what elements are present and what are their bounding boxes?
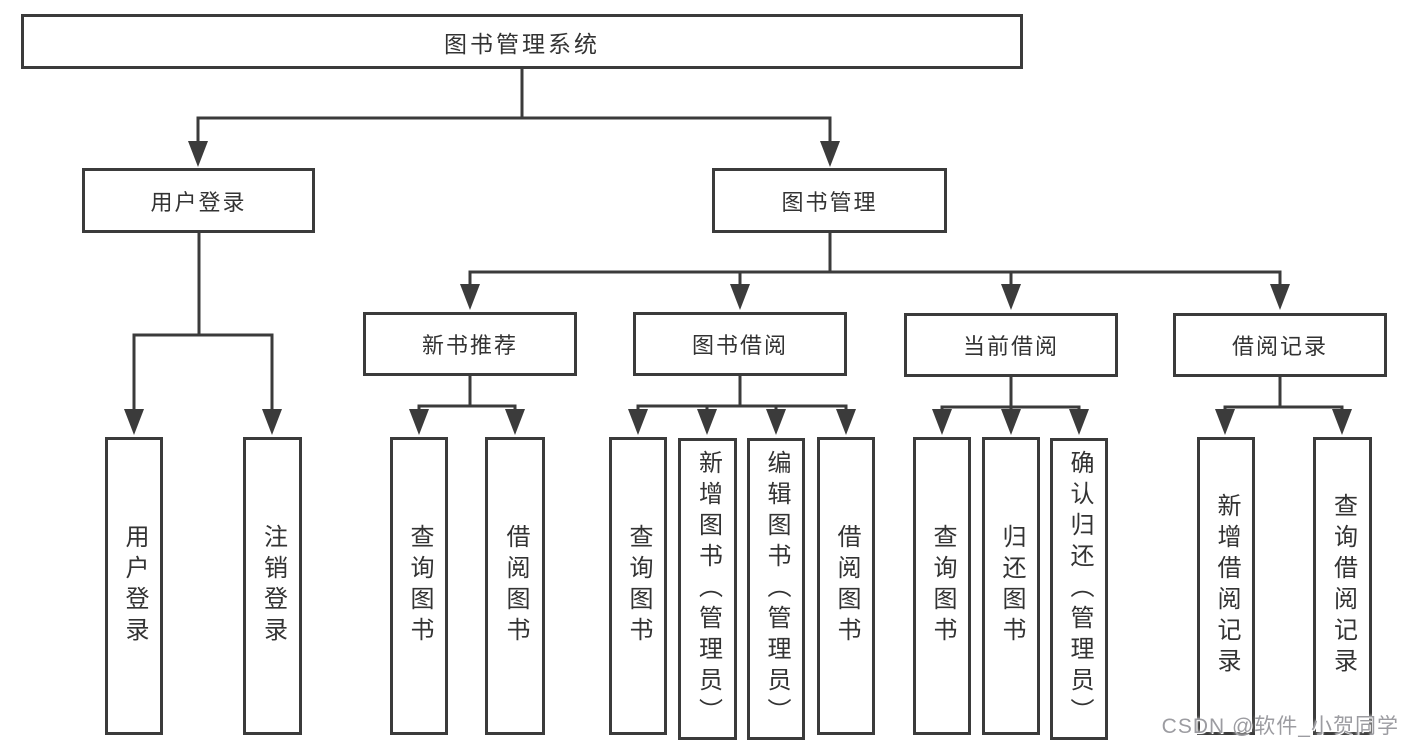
- leaf-return-books-label: 归还图书: [998, 524, 1025, 648]
- leaf-return-books: 归还图书: [982, 437, 1040, 735]
- node-library-management-system-label: 图书管理系统: [444, 30, 600, 57]
- leaf-borrow-books-recommend-label: 借阅图书: [502, 524, 529, 648]
- arrowhead-borrow-books-borrowing: [836, 409, 856, 435]
- node-current-borrowing-label: 当前借阅: [962, 334, 1059, 359]
- connector-level3: [468, 270, 1282, 289]
- leaf-user-login-label: 用户登录: [121, 524, 148, 648]
- connector-recommend-children: [417, 404, 517, 414]
- leaf-user-login: 用户登录: [105, 437, 163, 735]
- leaf-logout-label: 注销登录: [259, 524, 287, 648]
- arrowhead-borrow-books-recommend: [505, 409, 525, 435]
- arrowhead-book-management: [820, 141, 840, 167]
- node-book-borrowing-label: 图书借阅: [691, 333, 788, 358]
- leaf-add-borrow-record: 新增借阅记录: [1197, 437, 1255, 735]
- leaf-borrow-books-recommend: 借阅图书: [485, 437, 545, 735]
- node-book-management: 图书管理: [712, 168, 947, 233]
- leaf-query-books-recommend-label: 查询图书: [406, 524, 433, 648]
- leaf-query-borrow-record-label: 查询借阅记录: [1329, 493, 1357, 679]
- node-new-book-recommendation-label: 新书推荐: [421, 333, 518, 358]
- connector-borrowing-children: [636, 404, 848, 414]
- connector-level2: [196, 116, 832, 147]
- arrowhead-confirm-return-admin: [1069, 409, 1089, 435]
- connector-records-children: [1223, 405, 1344, 414]
- arrowhead-query-books-recommend: [409, 409, 429, 435]
- leaf-confirm-return-admin: 确认归还（管理员）: [1050, 438, 1108, 740]
- arrowhead-query-books-borrowing: [628, 409, 648, 435]
- node-current-borrowing: 当前借阅: [904, 313, 1118, 377]
- node-new-book-recommendation: 新书推荐: [363, 312, 577, 376]
- arrowhead-book-borrowing: [730, 284, 750, 310]
- arrowhead-leaf-user-login: [124, 409, 144, 435]
- leaf-add-books-admin-label: 新增图书（管理员）: [694, 449, 722, 729]
- arrowhead-new-book-recommendation: [460, 284, 480, 310]
- csdn-watermark: CSDN @软件_小贺同学: [1161, 715, 1399, 738]
- leaf-query-books-current: 查询图书: [913, 437, 971, 735]
- node-user-login-label: 用户登录: [150, 189, 247, 215]
- arrowhead-user-login: [188, 141, 208, 167]
- leaf-query-books-borrowing: 查询图书: [609, 437, 667, 735]
- leaf-add-books-admin: 新增图书（管理员）: [678, 438, 737, 740]
- node-book-management-label: 图书管理: [781, 189, 878, 215]
- leaf-borrow-books-borrowing-label: 借阅图书: [833, 524, 860, 648]
- leaf-edit-books-admin: 编辑图书（管理员）: [747, 438, 805, 740]
- leaf-query-borrow-record: 查询借阅记录: [1313, 437, 1372, 735]
- leaf-query-books-current-label: 查询图书: [929, 524, 956, 648]
- arrowhead-query-books-current: [932, 409, 952, 435]
- node-borrowing-records-label: 借阅记录: [1231, 334, 1328, 359]
- leaf-query-books-recommend: 查询图书: [390, 437, 448, 735]
- arrowhead-leaf-logout: [262, 409, 282, 435]
- leaf-edit-books-admin-label: 编辑图书（管理员）: [763, 449, 790, 729]
- node-user-login: 用户登录: [82, 168, 315, 233]
- leaf-add-borrow-record-label: 新增借阅记录: [1213, 493, 1240, 679]
- arrowhead-edit-books-admin: [766, 409, 786, 435]
- leaf-borrow-books-borrowing: 借阅图书: [817, 437, 875, 735]
- leaf-logout: 注销登录: [243, 437, 302, 735]
- leaf-confirm-return-admin-label: 确认归还（管理员）: [1066, 449, 1093, 729]
- arrowhead-add-books-admin: [697, 409, 717, 435]
- arrowhead-query-borrow-record: [1332, 409, 1352, 435]
- arrowhead-current-borrowing: [1001, 284, 1021, 310]
- node-book-borrowing: 图书借阅: [633, 312, 847, 376]
- arrowhead-add-borrow-record: [1215, 409, 1235, 435]
- arrowhead-return-books: [1001, 409, 1021, 435]
- node-borrowing-records: 借阅记录: [1173, 313, 1387, 377]
- node-library-management-system: 图书管理系统: [21, 14, 1023, 69]
- leaf-query-books-borrowing-label: 查询图书: [625, 524, 652, 648]
- arrowhead-borrowing-records: [1270, 284, 1290, 310]
- connector-user-login-children: [132, 333, 274, 413]
